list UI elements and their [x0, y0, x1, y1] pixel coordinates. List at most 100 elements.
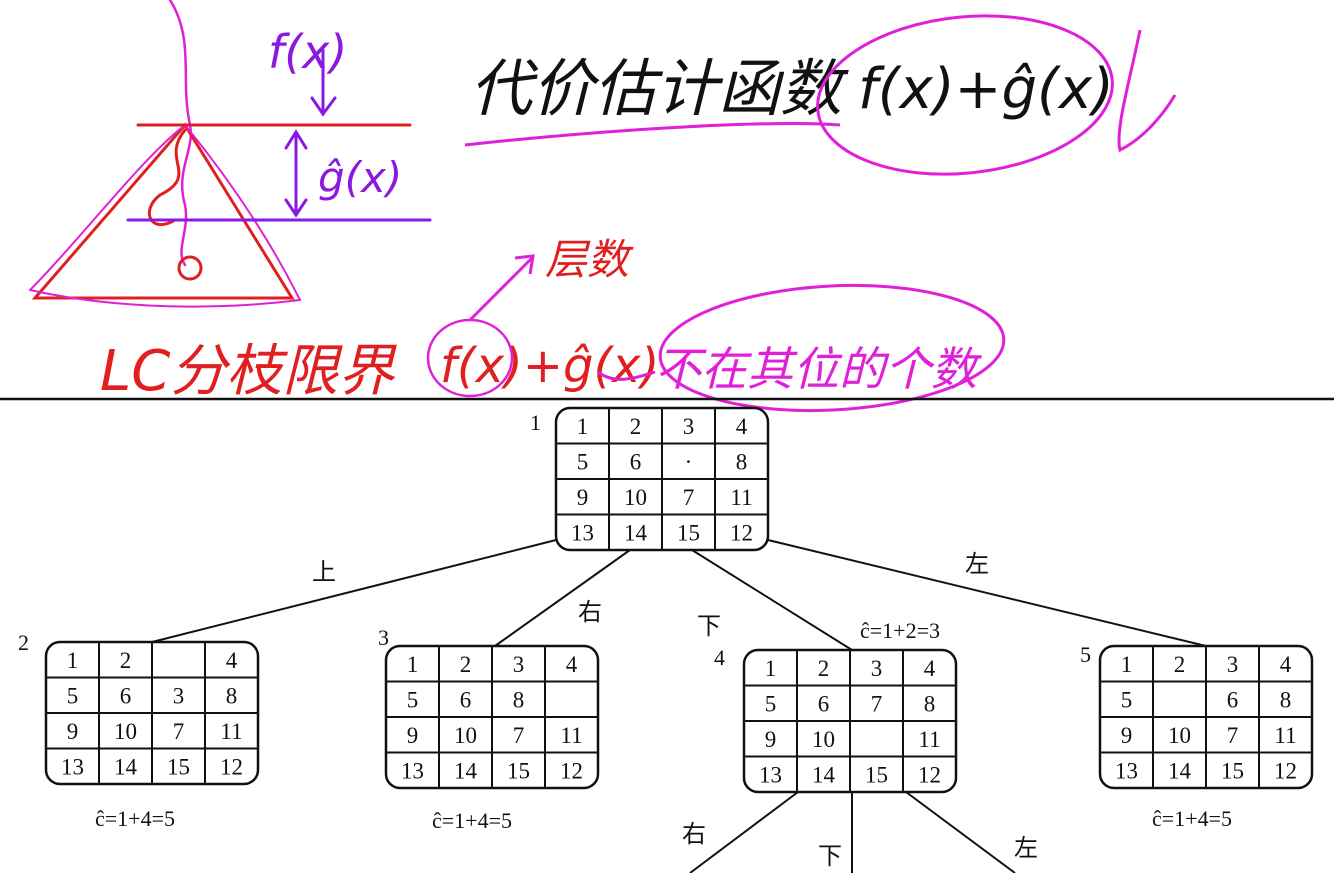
puzzle-tile: 5 — [577, 449, 589, 474]
tree-edge — [691, 549, 853, 651]
puzzle-tile: 15 — [677, 520, 700, 545]
puzzle-tile: 9 — [1121, 723, 1133, 748]
tree-edge — [905, 791, 1016, 873]
puzzle-tile: 15 — [865, 762, 888, 787]
puzzle-tile: 10 — [114, 719, 137, 744]
puzzle-tile: 15 — [167, 754, 190, 779]
cost-formula-circle — [816, 14, 1114, 176]
puzzle-tile: 1 — [1121, 652, 1133, 677]
puzzle-tile: 3 — [1227, 652, 1239, 677]
puzzle-tile: 4 — [1280, 652, 1292, 677]
cost-title-underline — [464, 122, 841, 147]
puzzle-tile: 10 — [624, 485, 647, 510]
puzzle-tile: 5 — [1121, 687, 1133, 712]
node-number: 2 — [18, 630, 29, 655]
edge-move-label: 右 — [578, 598, 602, 626]
puzzle-tile: 4 — [226, 648, 238, 673]
fx-label: f(x) — [268, 25, 347, 79]
puzzle-tile: 6 — [460, 687, 472, 712]
puzzle-tile: 6 — [1227, 687, 1239, 712]
puzzle-tile: 13 — [759, 762, 782, 787]
node-number: 1 — [530, 410, 541, 435]
puzzle-tile: 9 — [765, 727, 777, 752]
puzzle-tile: 4 — [736, 414, 748, 439]
puzzle-tile: 14 — [114, 754, 138, 779]
tree-edge — [494, 549, 631, 647]
levels-label: 层数 — [545, 235, 634, 284]
sketch-arrow-gx-head-bottom — [284, 198, 308, 218]
puzzle-tile: 1 — [67, 648, 79, 673]
node-cost-estimate: ĉ=1+4=5 — [95, 806, 175, 831]
puzzle-tile: 5 — [765, 691, 777, 716]
edge-move-label: 左 — [965, 550, 989, 578]
puzzle-tile: 12 — [560, 758, 583, 783]
puzzle-tile: 11 — [918, 727, 940, 752]
puzzle-tile: 2 — [818, 656, 830, 681]
node-number: 3 — [378, 625, 389, 650]
puzzle-tile: 8 — [513, 687, 525, 712]
puzzle-tile: 4 — [924, 656, 936, 681]
puzzle-tile: 10 — [812, 727, 835, 752]
tree-edges: 上右下左右下左 — [151, 539, 1207, 873]
puzzle-tile: 15 — [1221, 758, 1244, 783]
node-cost-estimate: ĉ=1+4=5 — [432, 808, 512, 833]
puzzle-tile: 13 — [401, 758, 424, 783]
tree-edge — [767, 539, 1207, 647]
handwritten-annotations: f(x) ĝ(x) 代价估计函数 f(x)+ĝ(x) LC分枝限界 层数 f(x… — [29, 0, 1177, 413]
search-tree-sketch — [29, 0, 432, 308]
node-number: 5 — [1080, 642, 1091, 667]
puzzle-tile: 13 — [1115, 758, 1138, 783]
sketch-arrow-fx-head — [310, 96, 337, 117]
puzzle-tile: · — [685, 449, 693, 474]
puzzle-tile: 3 — [513, 652, 525, 677]
gx-label: ĝ(x) — [318, 153, 402, 202]
lc-branch-bound-title: LC分枝限界 — [100, 339, 397, 404]
puzzle-tile: 4 — [566, 652, 578, 677]
puzzle-tile: 7 — [173, 719, 185, 744]
puzzle-tile: 3 — [683, 414, 695, 439]
levels-arrow — [468, 256, 534, 322]
fx-circle — [426, 318, 514, 398]
puzzle-tile: 1 — [407, 652, 419, 677]
tree-edge — [689, 791, 799, 873]
edge-move-label: 右 — [682, 820, 706, 848]
sketch-node — [177, 255, 203, 281]
puzzle-tile: 1 — [577, 414, 589, 439]
puzzle-tile: 12 — [220, 754, 243, 779]
puzzle-tile: 14 — [1168, 758, 1192, 783]
puzzle-tile: 10 — [454, 723, 477, 748]
puzzle-tile: 13 — [571, 520, 594, 545]
puzzle-tile: 5 — [407, 687, 419, 712]
puzzle-tile: 12 — [730, 520, 753, 545]
puzzle-tile: 11 — [560, 723, 582, 748]
puzzle-tile: 7 — [683, 485, 695, 510]
sketch-triangle — [31, 122, 295, 300]
puzzle-tile: 11 — [220, 719, 242, 744]
gx-arrow — [597, 370, 656, 381]
puzzle-tile: 9 — [577, 485, 589, 510]
puzzle-tile: 11 — [730, 485, 752, 510]
puzzle-tile: 6 — [818, 691, 830, 716]
edge-move-label: 下 — [697, 612, 721, 640]
puzzle-tile: 6 — [630, 449, 642, 474]
cost-formula-flourish — [1117, 29, 1177, 153]
sketch-zigzag — [147, 128, 187, 227]
node-number: 4 — [714, 645, 725, 670]
cost-function-title: 代价估计函数 — [470, 52, 849, 125]
puzzle-tile: 12 — [1274, 758, 1297, 783]
puzzle-tile: 15 — [507, 758, 530, 783]
not-in-place-label: 不在其位的个数 — [655, 342, 983, 396]
puzzle-tile: 9 — [407, 723, 419, 748]
cost-function-formula: f(x)+ĝ(x) — [858, 57, 1114, 122]
puzzle-tile: 8 — [1280, 687, 1292, 712]
puzzle-tile: 14 — [454, 758, 478, 783]
puzzle-tile: 3 — [173, 683, 185, 708]
puzzle-tile: 12 — [918, 762, 941, 787]
levels-arrow-head — [514, 254, 535, 275]
not-in-place-circle — [658, 283, 1006, 413]
